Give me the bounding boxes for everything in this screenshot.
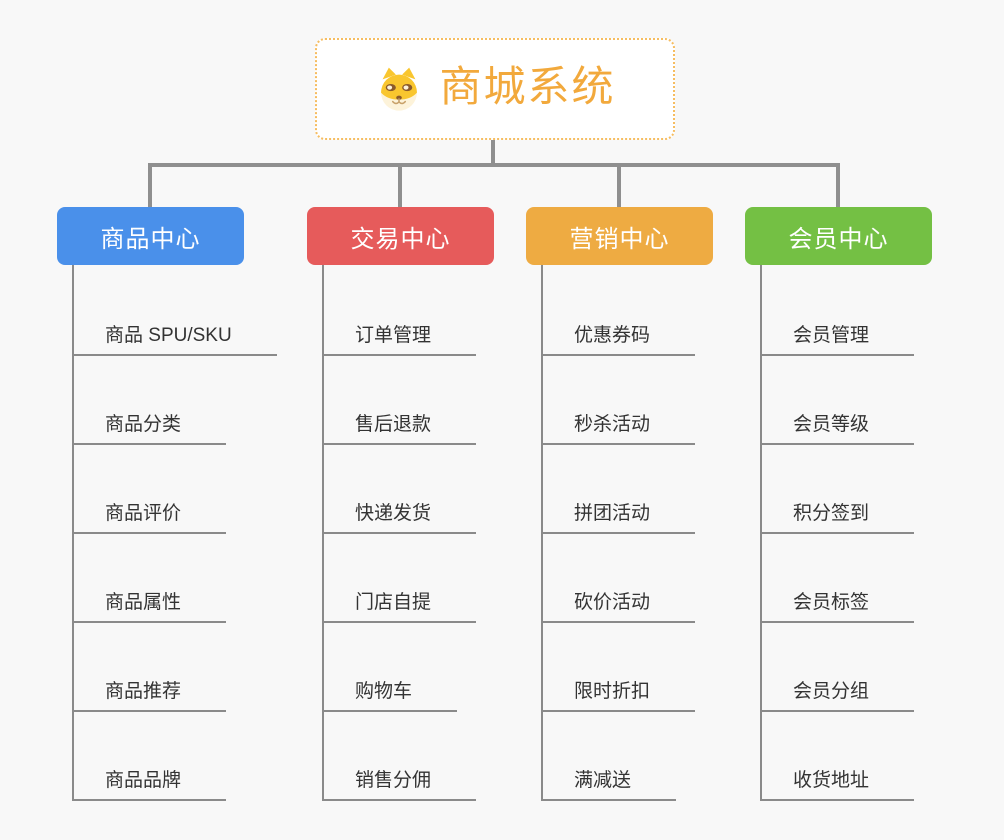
leaf-node[interactable]: 订单管理: [322, 320, 477, 356]
leaf-node[interactable]: 售后退款: [322, 409, 477, 445]
shiba-dog-icon: [381, 67, 418, 111]
leaf-node[interactable]: 快递发货: [322, 498, 477, 534]
connector-trunk-line: [491, 140, 495, 167]
connector-drop-line: [148, 163, 152, 207]
leaf-node[interactable]: 商品属性: [72, 587, 227, 623]
branch-header-member[interactable]: 会员中心: [745, 207, 932, 265]
leaf-node[interactable]: 会员标签: [760, 587, 915, 623]
branch-header-marketing[interactable]: 营销中心: [526, 207, 713, 265]
leaf-node[interactable]: 收货地址: [760, 765, 915, 801]
leaf-node[interactable]: 限时折扣: [541, 676, 696, 712]
leaf-node[interactable]: 满减送: [541, 765, 677, 801]
branch-header-product[interactable]: 商品中心: [57, 207, 244, 265]
leaf-node[interactable]: 商品品牌: [72, 765, 227, 801]
branch-header-trade[interactable]: 交易中心: [307, 207, 494, 265]
connector-drop-line: [836, 163, 840, 207]
branch-column-trade: 交易中心 订单管理 售后退款 快递发货 门店自提 购物车 销售分佣: [307, 207, 562, 817]
branch-column-member: 会员中心 会员管理 会员等级 积分签到 会员标签 会员分组 收货地址: [745, 207, 1000, 817]
leaf-node[interactable]: 商品分类: [72, 409, 227, 445]
leaf-node[interactable]: 优惠券码: [541, 320, 696, 356]
leaf-node[interactable]: 会员分组: [760, 676, 915, 712]
leaf-node[interactable]: 门店自提: [322, 587, 477, 623]
branch-column-product: 商品中心 商品 SPU/SKU 商品分类 商品评价 商品属性 商品推荐 商品品牌: [57, 207, 312, 817]
leaf-node[interactable]: 销售分佣: [322, 765, 477, 801]
leaf-node[interactable]: 会员管理: [760, 320, 915, 356]
leaf-node[interactable]: 会员等级: [760, 409, 915, 445]
leaf-node[interactable]: 积分签到: [760, 498, 915, 534]
root-title: 商城系统: [439, 63, 616, 110]
leaf-node[interactable]: 商品评价: [72, 498, 227, 534]
connector-drop-line: [398, 163, 402, 207]
connector-horizontal-line: [148, 163, 840, 167]
leaf-node[interactable]: 购物车: [322, 676, 458, 712]
connector-drop-line: [617, 163, 621, 207]
branch-column-marketing: 营销中心 优惠券码 秒杀活动 拼团活动 砍价活动 限时折扣 满减送: [526, 207, 781, 817]
root-node[interactable]: 商城系统: [315, 38, 675, 140]
leaf-node[interactable]: 商品推荐: [72, 676, 227, 712]
leaf-node[interactable]: 商品 SPU/SKU: [72, 320, 277, 356]
leaf-node[interactable]: 秒杀活动: [541, 409, 696, 445]
leaf-node[interactable]: 砍价活动: [541, 587, 696, 623]
leaf-node[interactable]: 拼团活动: [541, 498, 696, 534]
